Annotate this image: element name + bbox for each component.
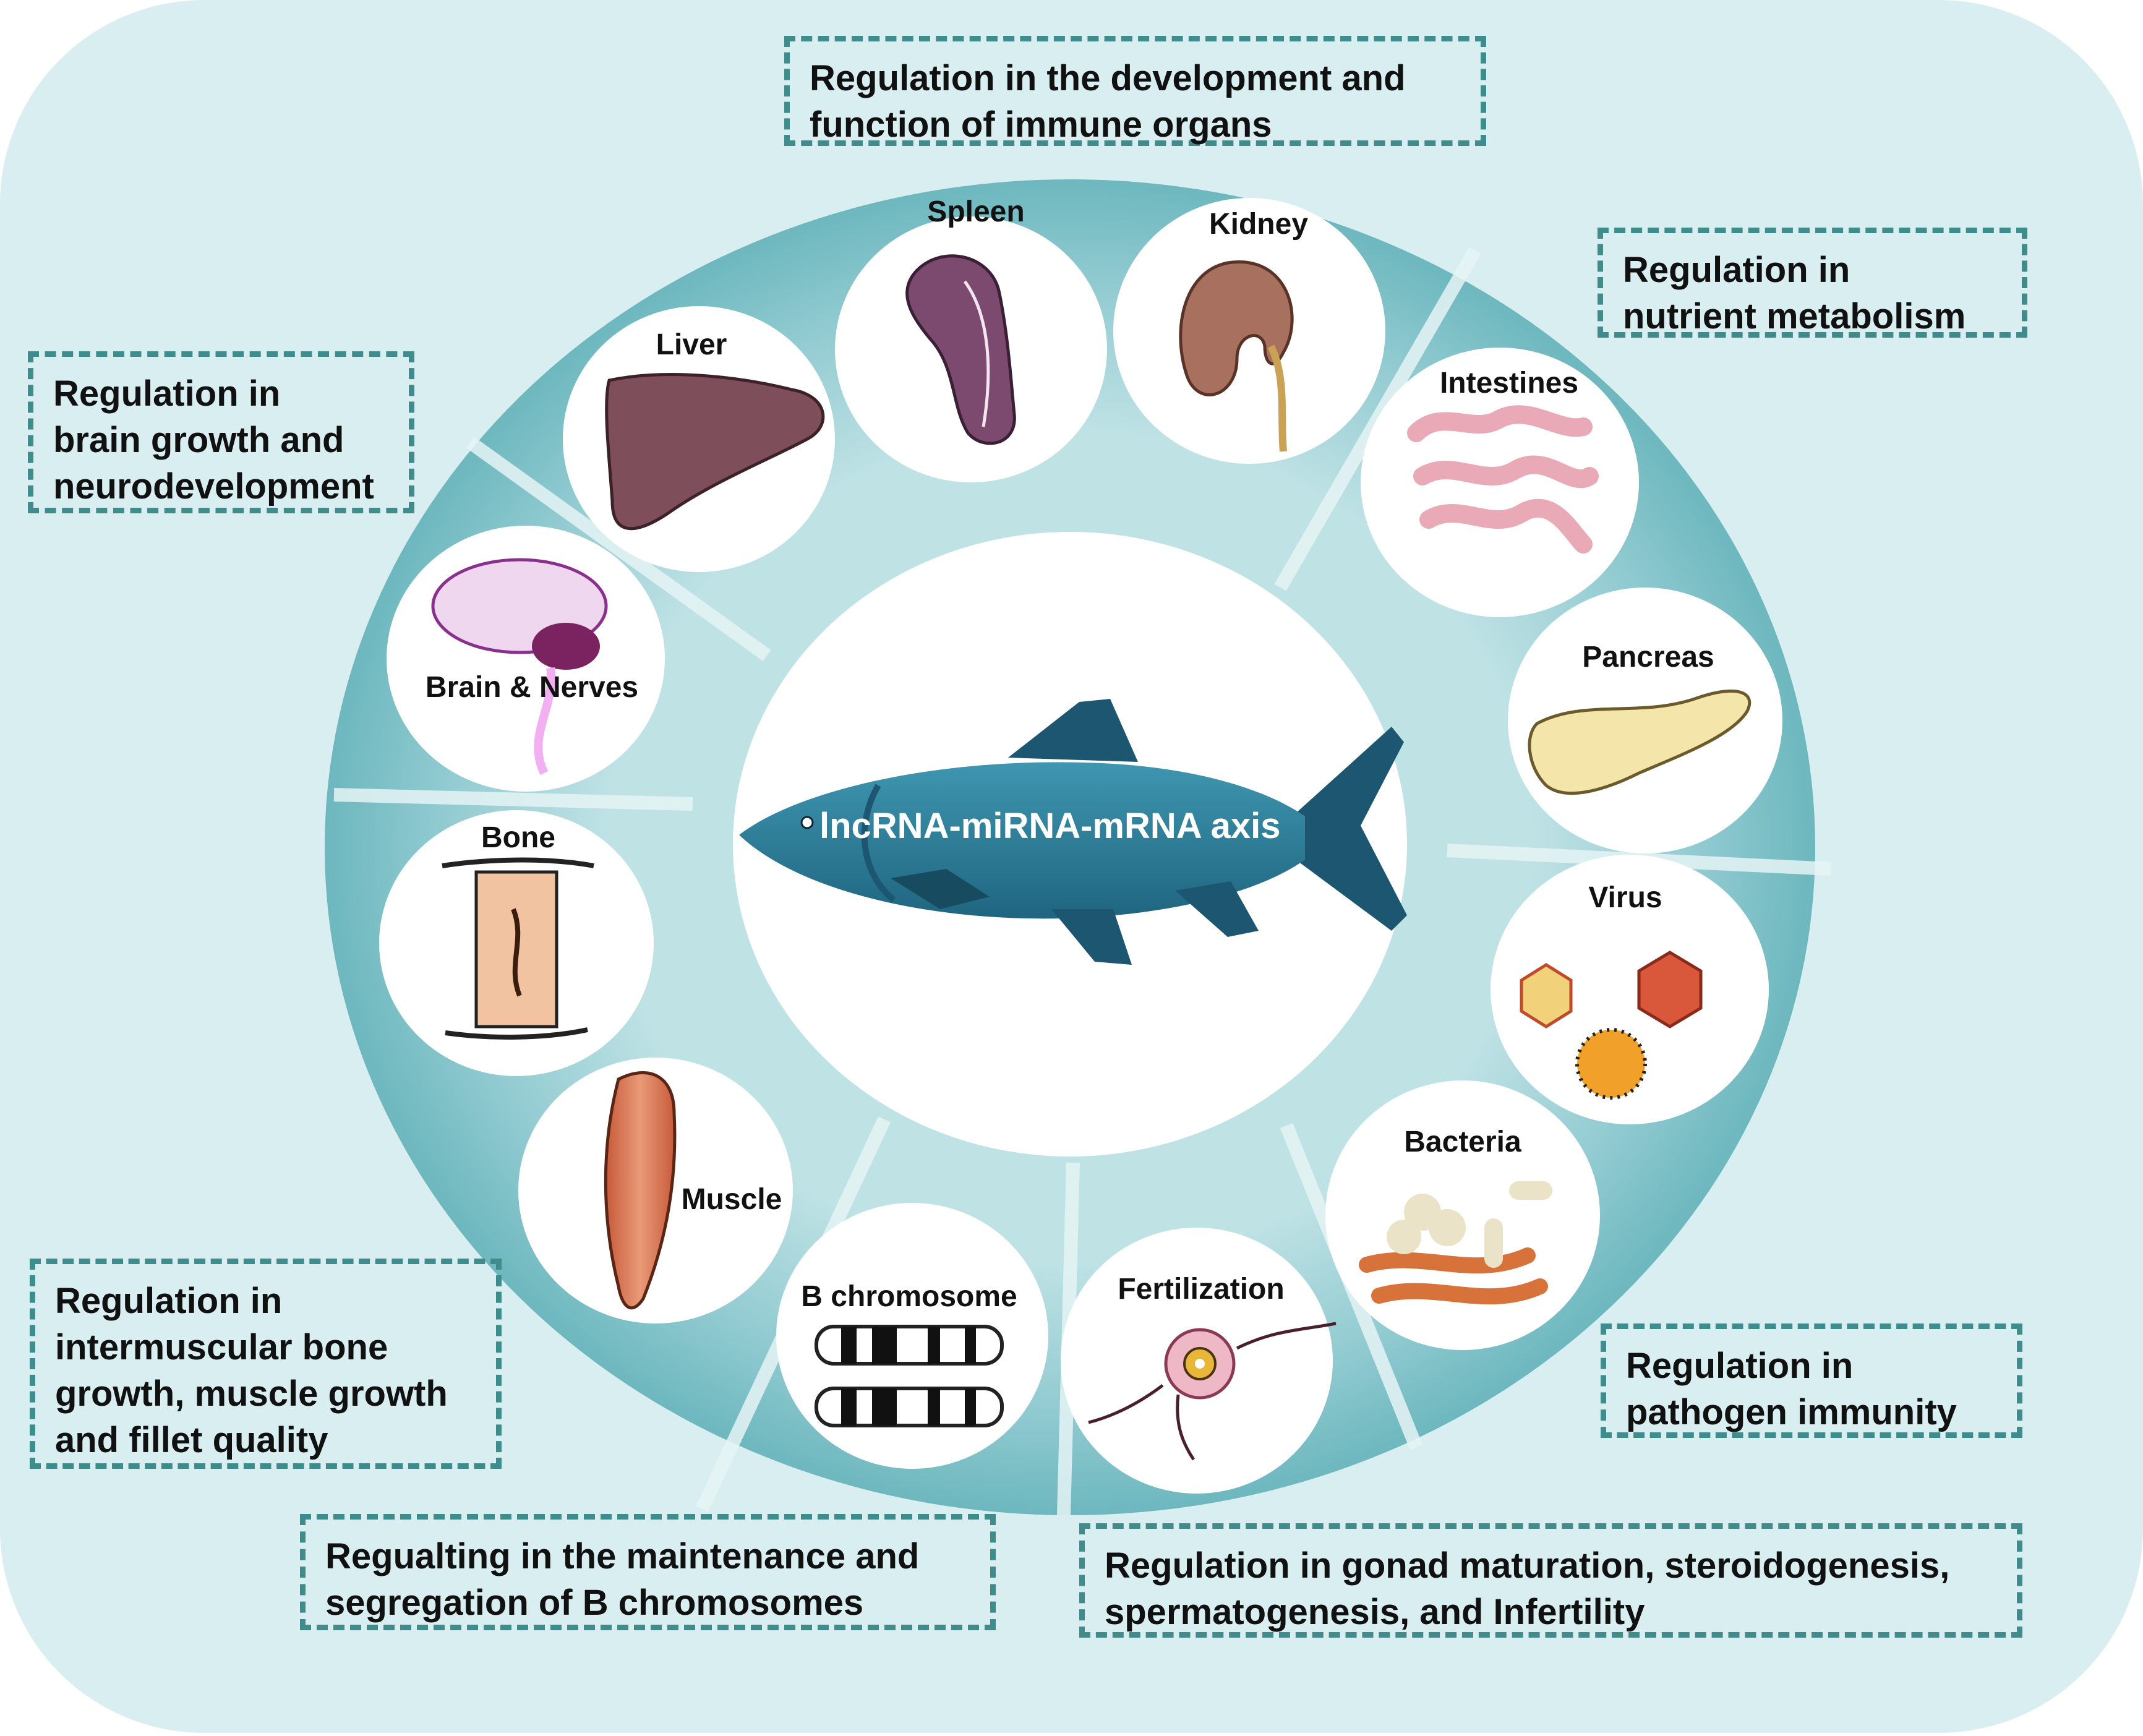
intestines-label: Intestines <box>1440 367 1578 400</box>
b-chromosome-label: B chromosome <box>801 1280 1017 1313</box>
spleen-highlight <box>963 280 990 427</box>
fertilization-icon <box>1088 1322 1337 1461</box>
virus-label: Virus <box>1588 881 1662 914</box>
note-brain-growth: Regulation in brain growth and neurodeve… <box>28 351 414 513</box>
liver-label: Liver <box>656 328 727 361</box>
virus-circle <box>1491 855 1769 1124</box>
bone-icon <box>442 857 594 1040</box>
bacteria-circle <box>1325 1080 1600 1350</box>
virus-icon <box>1520 951 1703 1100</box>
center-label: lncRNA-miRNA-mRNA axis <box>819 806 1281 846</box>
ureter <box>1267 344 1287 452</box>
bacteria-label: Bacteria <box>1404 1126 1521 1158</box>
fish-pectoral-fin <box>891 869 990 909</box>
spleen-label: Spleen <box>927 195 1024 228</box>
kidney-label: Kidney <box>1209 208 1308 241</box>
note-immune-organs: Regulation in the development and functi… <box>784 36 1486 146</box>
fish-illustration <box>739 699 1407 965</box>
fish-tail <box>1296 727 1407 931</box>
muscle-icon <box>604 1071 677 1310</box>
note-gonad-maturation: Regulation in gonad maturation, steroido… <box>1079 1523 2022 1638</box>
fish-body <box>739 762 1305 919</box>
intestines-icon <box>1407 405 1599 554</box>
fish-pelvic-fin <box>1175 881 1259 937</box>
brain-icon <box>431 558 608 776</box>
fish-gill <box>861 784 896 902</box>
note-muscle-growth: Regulation in intermuscular bone growth,… <box>30 1259 502 1469</box>
muscle-label: Muscle <box>682 1183 782 1216</box>
fish-eye <box>800 816 814 829</box>
fertilization-label: Fertilization <box>1118 1273 1284 1306</box>
fish-dorsal-fin <box>1008 699 1138 762</box>
brain-label: Brain & Nerves <box>426 671 638 704</box>
pancreas-icon <box>1528 689 1752 795</box>
note-b-chromosome: Regualting in the maintenance and segreg… <box>300 1514 996 1630</box>
bacteria-icon <box>1359 1181 1552 1305</box>
kidney-icon <box>1179 260 1294 396</box>
liver-icon <box>605 373 825 531</box>
note-nutrient-metabolism: Regulation in nutrient metabolism <box>1598 228 2027 338</box>
note-pathogen-immunity: Regulation in pathogen immunity <box>1601 1323 2022 1438</box>
b-chromosome-icon <box>815 1325 1004 1427</box>
bone-label: Bone <box>481 821 555 854</box>
pancreas-label: Pancreas <box>1582 641 1714 673</box>
fish-belly-fin <box>1051 909 1132 965</box>
